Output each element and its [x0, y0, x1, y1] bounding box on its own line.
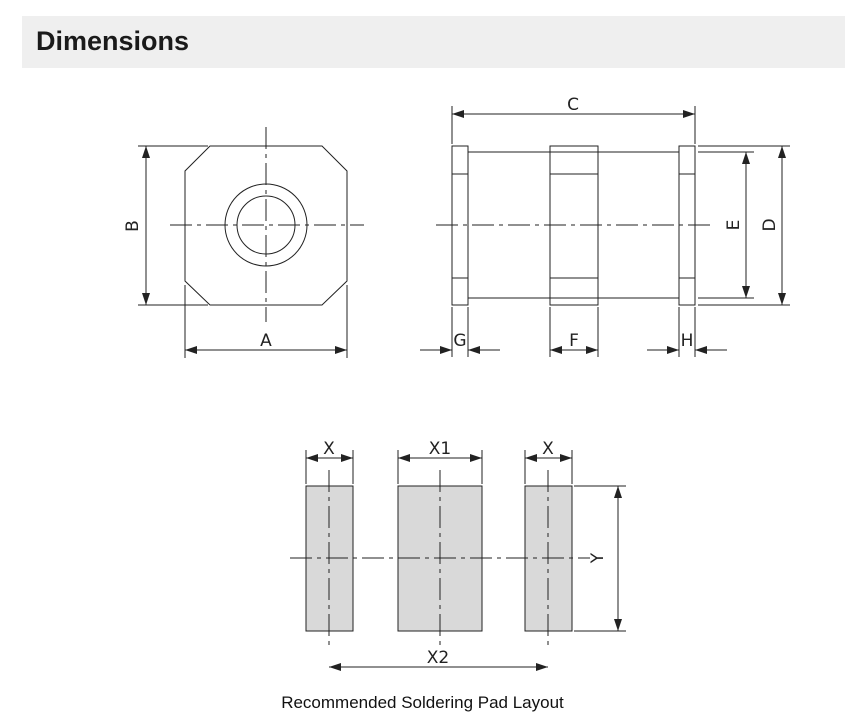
label-x2: X2 [427, 648, 449, 668]
label-c: C [567, 95, 579, 115]
label-b: B [123, 220, 143, 232]
label-d: D [760, 218, 780, 231]
label-x-left: X [323, 439, 335, 459]
label-x1: X1 [429, 439, 451, 459]
label-h: H [681, 331, 694, 351]
front-view [138, 127, 364, 358]
label-f: F [569, 331, 579, 351]
front-body-outline [184, 145, 348, 306]
side-view [420, 106, 790, 357]
label-e: E [724, 220, 744, 231]
label-g: G [453, 331, 466, 351]
label-x-right: X [542, 439, 554, 459]
label-a: A [260, 331, 272, 351]
section-title: Dimensions [36, 26, 190, 56]
section-header: Dimensions [22, 16, 845, 68]
pad-layout-caption: Recommended Soldering Pad Layout [281, 693, 564, 712]
label-y: Y [588, 552, 608, 564]
